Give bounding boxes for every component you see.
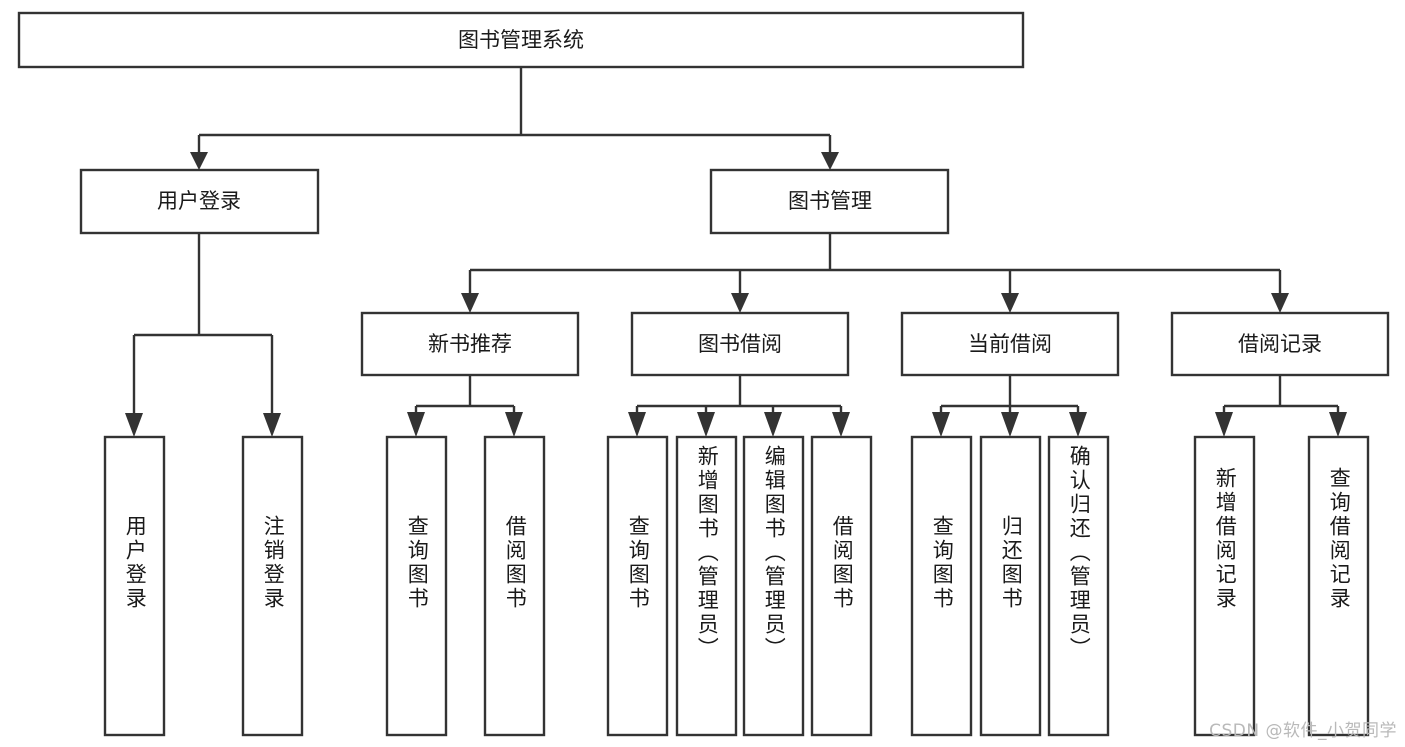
node-user-login-label: 用户登录 — [157, 189, 241, 213]
node-root-label: 图书管理系统 — [458, 28, 584, 52]
arrow-leaf-logout — [263, 413, 281, 437]
leaf-box-layer — [103, 435, 1370, 737]
node-book-borrow[interactable]: 图书借阅 — [630, 311, 850, 377]
arrow-leaf-newbook-query — [407, 412, 425, 437]
node-new-book-recommend-box[interactable] — [360, 311, 580, 377]
arrow-leaf-br-query — [1329, 412, 1347, 437]
node-current-borrow-label: 当前借阅 — [968, 332, 1052, 356]
leaf-box-bb-borrow[interactable] — [810, 435, 873, 737]
arrow-to-user-login — [190, 152, 208, 170]
arrow-leaf-bb-edit — [764, 412, 782, 437]
node-borrow-record-box[interactable] — [1170, 311, 1390, 377]
node-new-book-recommend-label: 新书推荐 — [428, 332, 512, 356]
node-root-box[interactable] — [17, 11, 1025, 69]
arrow-to-book-mgmt — [821, 152, 839, 170]
arrow-leaf-cb-return — [1001, 412, 1019, 437]
arrow-leaf-bb-add — [697, 412, 715, 437]
node-book-management[interactable]: 图书管理 — [709, 168, 950, 235]
node-user-login[interactable]: 用户登录 — [79, 168, 320, 235]
node-book-management-box[interactable] — [709, 168, 950, 235]
watermark-text: CSDN @软件_小贺同学 — [1209, 721, 1397, 741]
node-borrow-record[interactable]: 借阅记录 — [1170, 311, 1390, 377]
arrow-leaf-bb-borrow — [832, 412, 850, 437]
leaf-box-newbook-query[interactable] — [385, 435, 448, 737]
arrow-leaf-newbook-borrow — [505, 412, 523, 437]
node-user-login-box[interactable] — [79, 168, 320, 235]
node-new-book-recommend[interactable]: 新书推荐 — [360, 311, 580, 377]
node-book-borrow-box[interactable] — [630, 311, 850, 377]
arrow-to-new-book — [461, 293, 479, 313]
leaf-box-bb-add[interactable] — [675, 435, 738, 737]
leaf-box-br-add[interactable] — [1193, 435, 1256, 737]
leaf-box-cb-return[interactable] — [979, 435, 1042, 737]
leaf-box-bb-edit[interactable] — [742, 435, 805, 737]
arrow-to-book-borrow — [731, 293, 749, 313]
arrow-leaf-br-add — [1215, 412, 1233, 437]
node-book-borrow-label: 图书借阅 — [698, 332, 782, 356]
arrow-leaf-cb-query — [932, 412, 950, 437]
node-root[interactable]: 图书管理系统 — [17, 11, 1025, 69]
leaf-box-user-login[interactable] — [103, 435, 166, 737]
leaf-box-br-query[interactable] — [1307, 435, 1370, 737]
connector-layer — [125, 67, 1347, 437]
node-current-borrow[interactable]: 当前借阅 — [900, 311, 1120, 377]
arrow-leaf-cb-confirm — [1069, 412, 1087, 437]
leaf-box-bb-query[interactable] — [606, 435, 669, 737]
arrow-to-borrow-record — [1271, 293, 1289, 313]
leaf-box-cb-query[interactable] — [910, 435, 973, 737]
leaf-box-logout[interactable] — [241, 435, 304, 737]
node-current-borrow-box[interactable] — [900, 311, 1120, 377]
arrow-to-current-borrow — [1001, 293, 1019, 313]
leaf-box-cb-confirm[interactable] — [1047, 435, 1110, 737]
node-book-management-label: 图书管理 — [788, 189, 872, 213]
arrow-leaf-bb-query — [628, 412, 646, 437]
node-borrow-record-label: 借阅记录 — [1238, 332, 1322, 356]
leaf-box-newbook-borrow[interactable] — [483, 435, 546, 737]
arrow-leaf-user-login — [125, 413, 143, 437]
